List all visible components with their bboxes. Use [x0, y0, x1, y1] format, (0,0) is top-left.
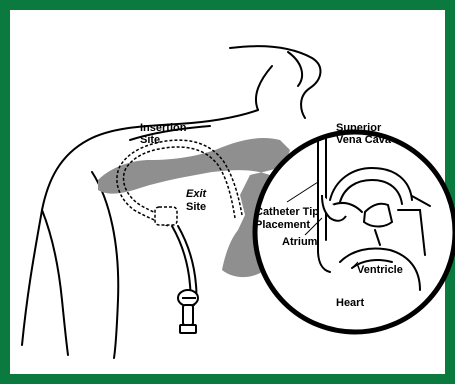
exit-site-label-line-1: Exit: [186, 188, 208, 200]
heart-label: Heart: [336, 297, 364, 309]
catheter-clamp: [178, 290, 198, 333]
superior-vena-cava-label-line-2: Vena Cava: [336, 134, 392, 146]
catheter-tip-placement-label-line-1: Catheter Tip: [255, 206, 319, 218]
insertion-site-label-line-1: Insertion: [140, 122, 187, 134]
superior-vena-cava-label-line-1: Superior: [336, 122, 382, 134]
exit-site-cuff: [155, 207, 177, 225]
ventricle-label: Ventricle: [357, 264, 403, 276]
insertion-site-label-line-2: Site: [140, 134, 160, 146]
atrium-label: Atrium: [282, 236, 318, 248]
catheter-tip-placement-label-line-2: Placement: [255, 219, 310, 231]
exit-site-label-line-2: Site: [186, 201, 206, 213]
